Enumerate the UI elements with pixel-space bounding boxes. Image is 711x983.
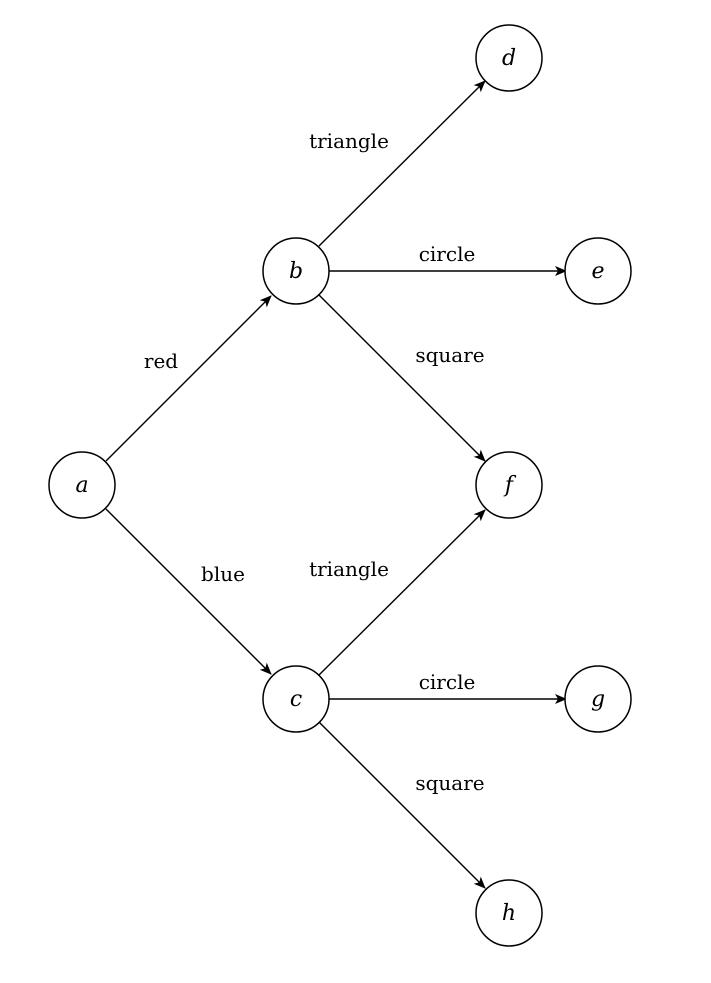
node-circle-c [262,665,330,733]
edge-c-h [318,721,486,889]
node-label-c: c [290,687,302,712]
node-label-h: h [502,901,516,926]
node-label-e: e [591,259,604,284]
node-circle-e [564,237,632,305]
edge-label-c-g: circle [419,670,476,694]
node-c: c [262,665,330,733]
nodes: a b c d e f g h [48,24,632,947]
node-g: g [564,665,632,733]
node-e: e [564,237,632,305]
node-b: b [262,237,330,305]
node-label-g: g [591,687,605,712]
edge-label-a-b: red [144,349,178,373]
edge-b-f [318,294,486,462]
node-label-a: a [75,473,88,498]
node-label-b: b [289,259,303,284]
node-h: h [475,879,543,947]
node-a: a [48,451,116,519]
edge-a-b [105,295,272,462]
edge-label-b-f: square [415,343,484,367]
node-circle-g [564,665,632,733]
edge-c-f [318,509,486,676]
node-circle-h [475,879,543,947]
node-d: d [475,24,543,92]
node-f: f [475,451,543,519]
node-label-d: d [502,46,516,71]
edge-label-c-f: triangle [309,557,389,581]
edge-label-b-e: circle [419,242,476,266]
node-circle-d [475,24,543,92]
node-circle-a [48,451,116,519]
edge-a-c [105,508,272,675]
edge-labels: red blue triangle circle square triangle… [144,129,485,795]
edge-label-b-d: triangle [309,129,389,153]
edge-label-c-h: square [415,771,484,795]
node-circle-f [475,451,543,519]
edge-label-a-c: blue [201,562,245,586]
edges [105,80,567,889]
edge-b-d [318,80,486,247]
node-circle-b [262,237,330,305]
